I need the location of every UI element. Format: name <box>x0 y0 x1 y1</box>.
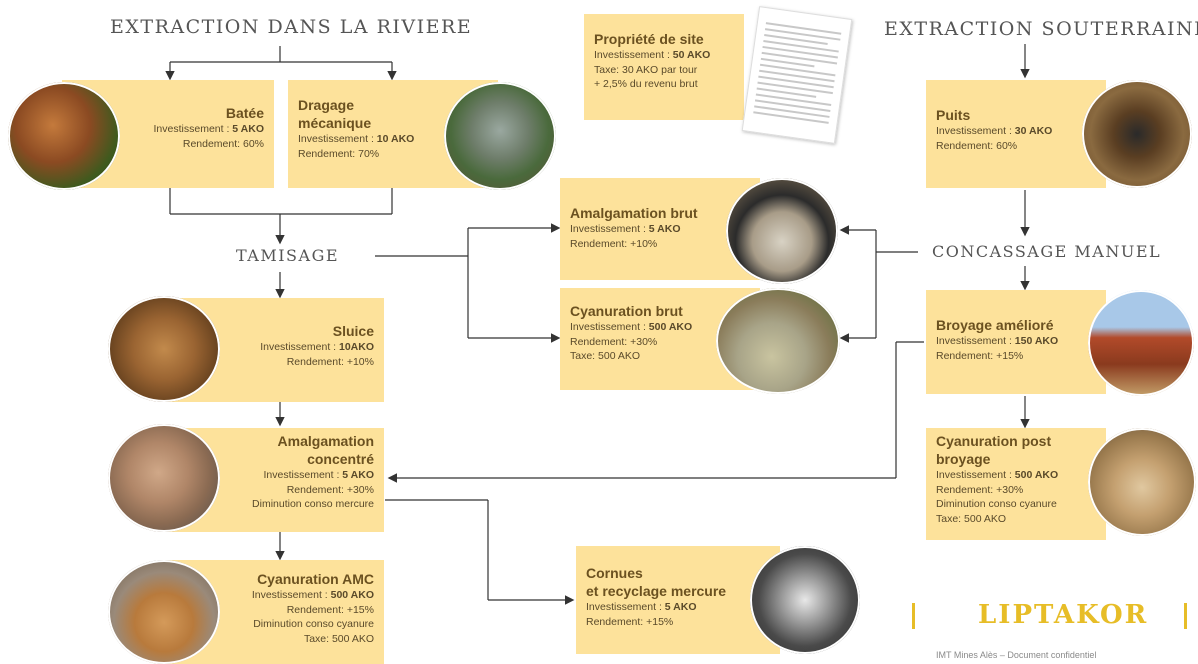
dragage-title-line1: Dragage <box>298 97 355 113</box>
batee-photo <box>8 82 120 190</box>
cyanuration-brut-yield: Rendement: +30% <box>570 335 658 348</box>
concassage-label: CONCASSAGE MANUEL <box>932 242 1162 261</box>
batee-yield: Rendement: 60% <box>182 137 264 150</box>
cornues-photo <box>750 546 860 654</box>
cyanuration-amc-tax: Taxe: 500 AKO <box>303 632 374 645</box>
cyanuration-brut-investment: Investissement : 500 AKO <box>570 321 693 333</box>
dragage-investment: Investissement : 10 AKO <box>298 133 415 145</box>
amalgamation-concentre-photo <box>108 424 220 532</box>
broyage-yield: Rendement: +15% <box>936 349 1024 362</box>
cyanuration-brut-box: Cyanuration brut Investissement : 500 AK… <box>560 288 760 390</box>
confidential-footer: IMT Mines Alès – Document confidentiel <box>936 650 1097 660</box>
cyanuration-post-photo <box>1088 428 1196 536</box>
amalgamation-concentre-title-line2: concentré <box>307 451 374 467</box>
cornues-title-line2: et recyclage mercure <box>586 583 727 599</box>
site-property-box: Propriété de site Investissement : 50 AK… <box>584 14 744 120</box>
sluice-photo <box>108 296 220 402</box>
cornues-yield: Rendement: +15% <box>586 615 674 628</box>
cyanuration-post-title-line2: broyage <box>936 451 991 467</box>
dragage-title-line2: mécanique <box>298 115 372 131</box>
broyage-investment: Investissement : 150 AKO <box>936 335 1059 347</box>
broyage-title: Broyage amélioré <box>936 317 1054 333</box>
cyanuration-amc-investment: Investissement : 500 AKO <box>251 589 374 601</box>
tamisage-label: TAMISAGE <box>236 246 340 265</box>
broyage-photo <box>1088 290 1194 396</box>
cornues-investment: Investissement : 5 AKO <box>586 601 697 613</box>
cyanuration-brut-tax: Taxe: 500 AKO <box>570 350 641 362</box>
brand-bar-left <box>912 603 915 629</box>
amalgamation-concentre-title-line1: Amalgamation <box>277 433 374 449</box>
amalgamation-concentre-yield: Rendement: +30% <box>286 483 374 496</box>
underground-extraction-title: EXTRACTION SOUTERRAINE <box>884 18 1198 40</box>
amalgamation-brut-investment: Investissement : 5 AKO <box>570 223 681 235</box>
puits-title: Puits <box>936 107 971 123</box>
dragage-yield: Rendement: 70% <box>298 147 380 160</box>
puits-box: Puits Investissement : 30 AKO Rendement:… <box>926 80 1106 188</box>
cyanuration-amc-photo <box>108 560 220 664</box>
cornues-title-line1: Cornues <box>586 565 643 581</box>
puits-investment: Investissement : 30 AKO <box>936 125 1053 137</box>
cyanuration-amc-yield: Rendement: +15% <box>286 603 374 616</box>
liptakor-logo: LIPTAKOR <box>978 600 1149 630</box>
cyanuration-post-title-line1: Cyanuration post <box>936 433 1052 449</box>
cyanuration-amc-cyanide: Diminution conso cyanure <box>253 618 374 630</box>
cyanuration-post-yield: Rendement: +30% <box>936 483 1024 496</box>
sluice-investment: Investissement : 10AKO <box>260 341 374 353</box>
puits-yield: Rendement: 60% <box>936 139 1018 152</box>
cyanuration-post-investment: Investissement : 500 AKO <box>936 469 1059 481</box>
site-property-revenue-share: + 2,5% du revenu brut <box>594 78 698 90</box>
document-image <box>741 6 853 144</box>
sluice-yield: Rendement: +10% <box>286 355 374 368</box>
cyanuration-post-tax: Taxe: 500 AKO <box>936 512 1007 525</box>
batee-title: Batée <box>225 105 264 121</box>
batee-investment: Investissement : 5 AKO <box>153 123 264 135</box>
cyanuration-amc-title: Cyanuration AMC <box>257 571 374 587</box>
river-extraction-title: EXTRACTION DANS LA RIVIERE <box>110 16 473 38</box>
cyanuration-brut-title: Cyanuration brut <box>570 303 683 319</box>
site-property-title: Propriété de site <box>594 31 704 47</box>
site-property-tax: Taxe: 30 AKO par tour <box>594 63 698 76</box>
amalgamation-brut-yield: Rendement: +10% <box>570 237 658 250</box>
amalgamation-brut-title: Amalgamation brut <box>570 205 698 221</box>
cyanuration-post-box: Cyanuration post broyage Investissement … <box>926 428 1106 540</box>
brand-bar-right <box>1184 603 1187 629</box>
site-property-investment: Investissement : 50 AKO <box>594 49 711 61</box>
sluice-title: Sluice <box>332 323 374 339</box>
amalgamation-concentre-mercury: Diminution conso mercure <box>252 498 374 510</box>
dragage-photo <box>444 82 556 190</box>
amalgamation-concentre-investment: Investissement : 5 AKO <box>263 469 374 481</box>
cyanuration-post-cyanide: Diminution conso cyanure <box>936 498 1057 510</box>
cornues-box: Cornues et recyclage mercure Investissem… <box>576 546 780 654</box>
amalgamation-brut-photo <box>726 178 838 284</box>
cyanuration-brut-photo <box>716 288 840 394</box>
puits-photo <box>1082 80 1192 188</box>
broyage-box: Broyage amélioré Investissement : 150 AK… <box>926 290 1106 394</box>
